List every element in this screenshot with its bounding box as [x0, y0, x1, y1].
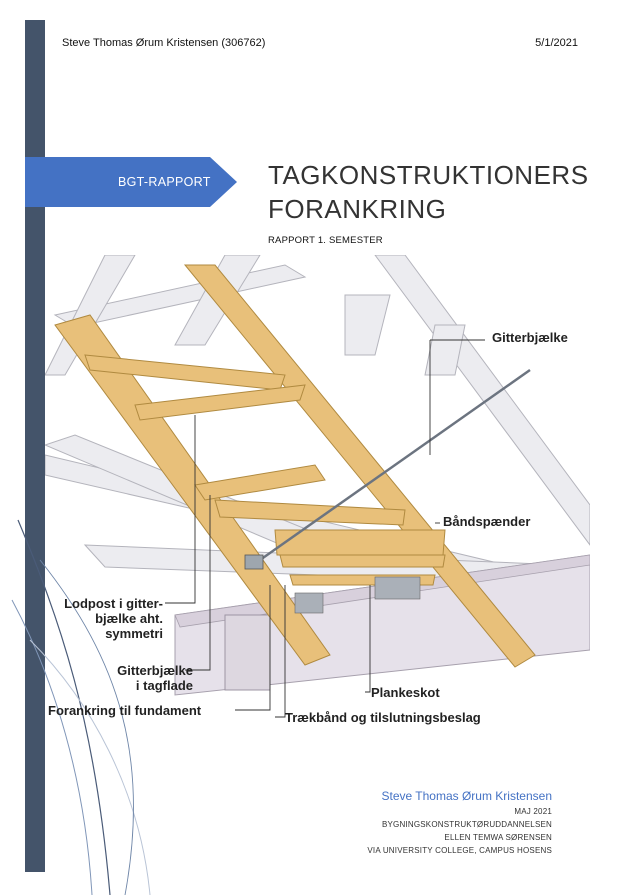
roof-truss-illustration — [45, 255, 590, 718]
page-subtitle: RAPPORT 1. SEMESTER — [268, 235, 383, 246]
header-author: Steve Thomas Ørum Kristensen (306762) — [62, 37, 266, 49]
band-tensioner — [259, 368, 531, 562]
label-lodpost: Lodpost i gitter- bjælke aht. symmetri — [48, 596, 163, 641]
label-plankeskot: Plankeskot — [371, 685, 440, 700]
callout-lines — [165, 339, 485, 718]
label-lodpost-line-1: Lodpost i gitter- — [64, 596, 163, 611]
footer-program: BYGNINGSKONSTRUKTØRUDDANNELSEN — [381, 820, 552, 829]
title-line-1: TAGKONSTRUKTIONERS — [268, 160, 589, 190]
sidebar-stripe — [25, 20, 45, 872]
page-title: TAGKONSTRUKTIONERS FORANKRING — [268, 158, 589, 226]
perforated-plate-2 — [374, 576, 421, 600]
label-lodpost-line-2: bjælke aht. — [95, 611, 163, 626]
report-banner — [25, 157, 237, 207]
label-tagflade-line-1: Gitterbjælke — [117, 663, 193, 678]
label-forankring: Forankring til fundament — [48, 703, 202, 718]
header-date: 5/1/2021 — [535, 37, 578, 49]
footer-date: MAJ 2021 — [514, 807, 552, 816]
label-lodpost-line-3: symmetri — [105, 626, 163, 641]
label-traekbaand: Trækbånd og tilslutningsbeslag — [285, 710, 481, 725]
label-gitterbjaelke: Gitterbjælke — [492, 330, 568, 345]
footer-author: Steve Thomas Ørum Kristensen — [381, 789, 552, 803]
title-line-2: FORANKRING — [268, 194, 447, 224]
label-tagflade: Gitterbjælke i tagflade — [80, 663, 193, 693]
label-baandspaender: Båndspænder — [443, 514, 531, 529]
banner-label: BGT-RAPPORT — [118, 175, 211, 189]
fundament-post — [224, 614, 271, 691]
fitting-plate — [244, 554, 264, 570]
footer-supervisor: ELLEN TEMWA SØRENSEN — [444, 833, 552, 842]
footer-institution: VIA UNIVERSITY COLLEGE, CAMPUS HOSENS — [367, 846, 552, 855]
timber-truss — [54, 264, 536, 668]
label-tagflade-line-2: i tagflade — [135, 678, 193, 693]
perforated-plate-1 — [294, 592, 324, 614]
